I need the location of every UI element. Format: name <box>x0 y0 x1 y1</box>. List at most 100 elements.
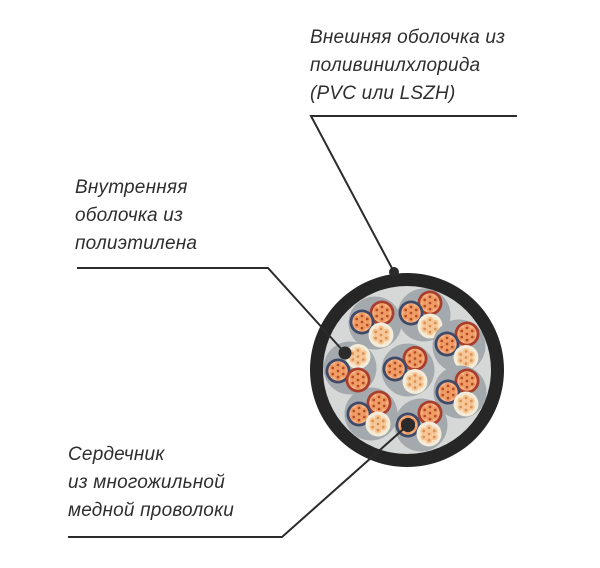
wire-navy <box>434 331 460 357</box>
copper-strand-dot <box>413 374 417 377</box>
wire-white <box>453 391 479 417</box>
copper-strand-dot <box>351 352 355 355</box>
pointer-dot-core <box>401 418 415 432</box>
copper-strand-dot <box>380 311 384 315</box>
copper-strand-dot <box>393 367 397 371</box>
copper-strand-dot <box>356 372 360 376</box>
copper-strand-dot <box>393 361 397 365</box>
copper-strand-dot <box>451 387 455 391</box>
copper-strand-dot <box>362 409 366 413</box>
copper-strand-dot <box>381 425 385 429</box>
wire-navy <box>325 358 351 384</box>
label-line: (PVC или LSZH) <box>310 83 456 104</box>
copper-strand-dot <box>464 408 468 412</box>
copper-strand-dot <box>433 408 437 412</box>
copper-strand-dot <box>423 414 427 418</box>
copper-strand-dot <box>374 336 378 340</box>
copper-strand-dot <box>464 362 468 365</box>
copper-strand-dot <box>445 342 449 346</box>
copper-strand-dot <box>414 308 418 312</box>
copper-strand-dot <box>409 305 413 309</box>
copper-strand-dot <box>351 381 355 385</box>
copper-strand-dot <box>361 375 365 379</box>
copper-strand-dot <box>398 364 402 368</box>
copper-strand-dot <box>388 370 392 374</box>
copper-strand-dot <box>470 329 474 333</box>
wire-white <box>402 369 428 394</box>
copper-strand-dot <box>375 314 379 318</box>
copper-strand-dot <box>433 414 437 418</box>
copper-strand-dot <box>356 355 360 358</box>
copper-strand-dot <box>423 408 427 412</box>
copper-strand-dot <box>432 435 436 439</box>
copper-strand-dot <box>377 401 381 405</box>
copper-strand-dot <box>469 359 473 362</box>
wire-navy <box>382 356 408 382</box>
copper-strand-dot <box>460 382 464 386</box>
copper-strand-dot <box>428 324 432 328</box>
wire-bundle <box>323 341 377 395</box>
copper-strand-dot <box>450 345 454 349</box>
wire-bundle <box>381 343 435 397</box>
copper-strand-dot <box>469 353 473 356</box>
copper-strand-dot <box>361 352 365 355</box>
label-core: Сердечник из многожильной медной проволо… <box>68 441 234 525</box>
copper-strand-dot <box>440 339 444 343</box>
label-line: медной проволоки <box>68 500 235 521</box>
copper-strand-dot <box>365 323 369 327</box>
copper-strand-dot <box>460 329 464 333</box>
copper-strand-dot <box>459 405 463 409</box>
label-line: полиэтилена <box>75 233 198 254</box>
copper-strand-dot <box>398 370 402 374</box>
copper-strand-dot <box>422 435 426 439</box>
copper-strand-dot <box>469 399 473 403</box>
copper-strand-dot <box>465 385 469 389</box>
copper-strand-dot <box>356 378 360 382</box>
copper-strand-dot <box>408 354 412 357</box>
pointer-line-outer-sheath <box>309 115 517 273</box>
wire-bundle <box>344 387 398 441</box>
label-line: из многожильной <box>68 472 225 493</box>
wire-bundle <box>433 365 487 419</box>
copper-strand-dot <box>418 383 422 386</box>
wire-red <box>417 400 443 426</box>
wire-white <box>365 411 391 437</box>
copper-strand-dot <box>446 390 450 394</box>
copper-strand-dot <box>423 298 427 302</box>
copper-strand-dot <box>385 308 389 312</box>
copper-strand-dot <box>428 330 432 334</box>
copper-strand-dot <box>414 314 418 318</box>
copper-strand-dot <box>446 384 450 388</box>
copper-strand-dot <box>361 381 365 385</box>
pointer-dot-outer-sheath <box>389 267 399 277</box>
wire-red <box>369 300 395 326</box>
pointer-line-core <box>68 424 409 538</box>
copper-strand-dot <box>433 298 437 302</box>
copper-strand-dot <box>356 361 360 364</box>
wire-red <box>454 368 480 394</box>
copper-strand-dot <box>470 335 474 339</box>
copper-strand-dot <box>357 406 361 410</box>
label-line: Внутренняя <box>75 177 188 198</box>
copper-strand-dot <box>451 393 455 397</box>
wire-bundle <box>432 319 486 373</box>
wire-white <box>345 344 371 369</box>
copper-strand-dot <box>459 353 463 356</box>
copper-strand-dot <box>380 317 384 321</box>
copper-strand-dot <box>376 422 380 426</box>
copper-strand-dot <box>465 338 469 342</box>
copper-strand-dot <box>423 304 427 308</box>
copper-strand-dot <box>331 372 335 376</box>
copper-strand-dot <box>428 301 432 305</box>
copper-strand-dot <box>465 326 469 330</box>
copper-strand-dot <box>413 357 417 360</box>
wire-red <box>345 367 371 393</box>
wire-red <box>402 346 428 371</box>
label-line: оболочка из <box>75 205 184 226</box>
copper-strand-dot <box>427 432 431 436</box>
wire-white <box>417 313 443 339</box>
copper-strand-dot <box>428 417 432 421</box>
wire-bundle <box>397 288 451 342</box>
